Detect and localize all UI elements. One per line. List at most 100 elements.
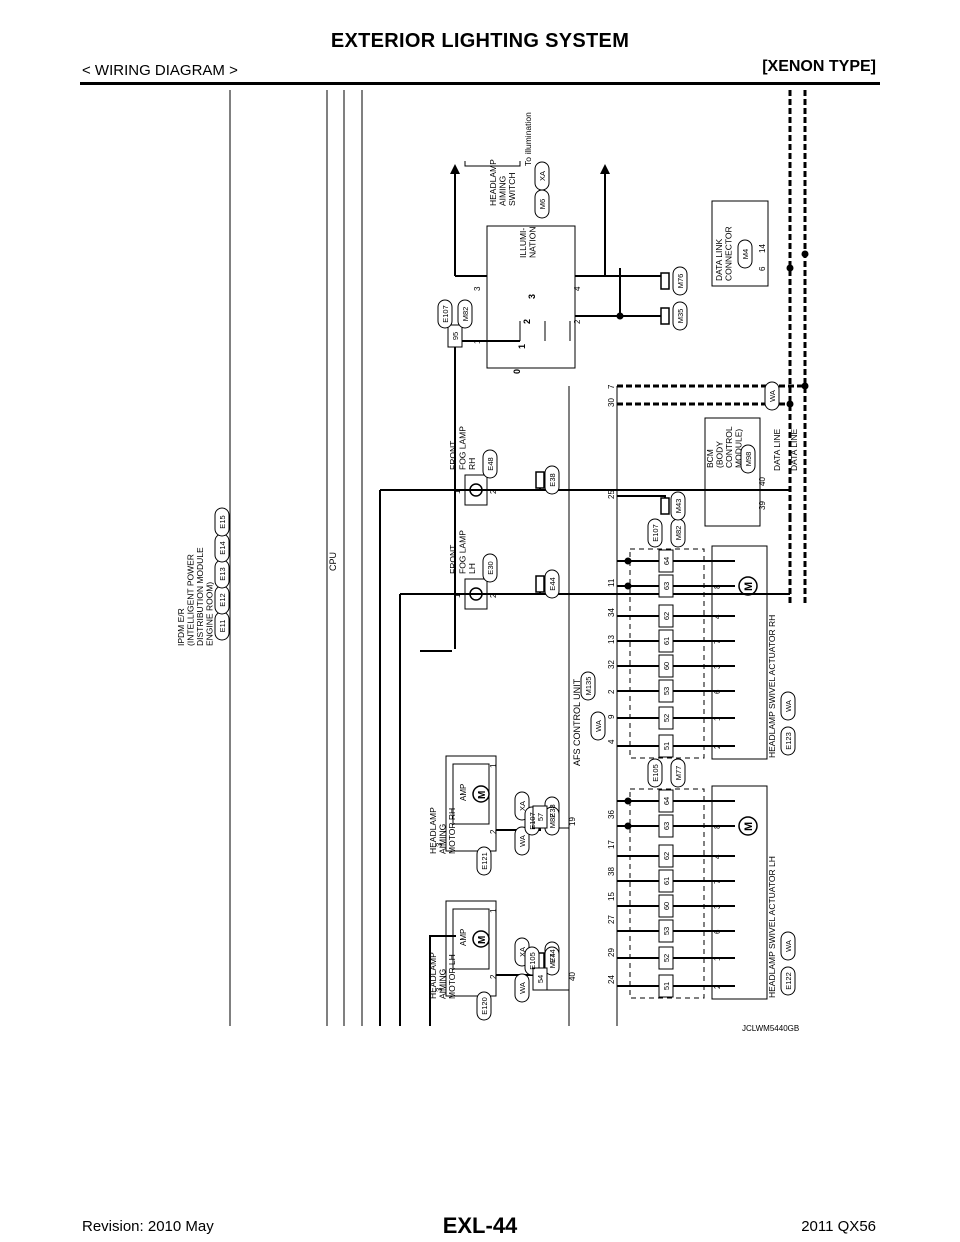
connector-pill	[647, 518, 663, 548]
joint-rh-connector: M82	[548, 814, 557, 829]
aiming-motor-lh-pin: 1	[489, 908, 498, 913]
swivel-rh-motor	[738, 576, 758, 596]
fog-lamp-lh-box	[464, 578, 488, 610]
pin-box	[658, 869, 674, 893]
aiming-motor-lh-box	[445, 900, 497, 997]
arrow-up	[600, 164, 610, 174]
pin-box	[658, 919, 674, 943]
type-label: [XENON TYPE]	[762, 58, 876, 75]
junction-dot	[624, 822, 632, 830]
joint-lh-pin: 54	[536, 975, 545, 983]
swivel-rh-joint-pin: 60	[662, 662, 671, 670]
afs-title: AFS CONTROL UNIT	[572, 678, 582, 766]
illumination-label: NATION	[528, 227, 538, 258]
pin-box	[658, 946, 674, 970]
swivel-rh-joint-pin: 61	[662, 637, 671, 645]
swivel-lh-joint-pin: 60	[662, 902, 671, 910]
illumination-label: ILLUMI-	[518, 228, 528, 258]
swivel-rh-joint-connector: E107	[651, 524, 660, 542]
aiming-motor-lh-title: MOTOR LH	[447, 954, 457, 999]
switch-pin: 1	[473, 339, 482, 344]
ground-symbol	[535, 471, 545, 489]
ground-symbol	[660, 497, 670, 515]
swivel-lh-joint-connector: M77	[674, 766, 683, 781]
pin-box	[532, 805, 548, 829]
switch-title: SWITCH	[507, 172, 517, 206]
illumination-bracket	[464, 161, 521, 167]
swivel-rh-pin: 4	[713, 614, 722, 619]
swivel-lh-joint-frame	[629, 788, 705, 999]
swivel-rh-joint-pin: 64	[662, 557, 671, 565]
ground-symbol	[535, 575, 545, 593]
data-link-pin: 6	[758, 266, 767, 271]
switch-position: 2	[522, 319, 532, 324]
afs-frame	[568, 386, 618, 1026]
aiming-motor-lh-m: M	[477, 936, 488, 944]
ground-symbol	[660, 272, 670, 290]
fog-lamp-rh-bulb	[469, 483, 483, 497]
connector-pill	[670, 491, 686, 521]
switch-xa-tag: XA	[538, 171, 547, 181]
afs-pin: 30	[607, 398, 616, 407]
aiming-motor-rh-pin: 1	[489, 763, 498, 768]
connector-pill	[780, 691, 796, 721]
swivel-lh-joint-pin: 63	[662, 822, 671, 830]
bcm-title: MODULE)	[734, 429, 744, 468]
swivel-rh-box	[711, 545, 768, 760]
pin-box	[658, 974, 674, 998]
connector-pill	[544, 946, 560, 976]
pin-box	[658, 629, 674, 653]
afs-pin: 15	[607, 892, 616, 901]
ipdm-title: IPDM E/R	[176, 608, 186, 646]
fog-lamp-rh-pin: 2	[489, 489, 498, 494]
fog-lamp-lh-title: FOG LAMP	[458, 530, 468, 574]
swivel-lh-pin: 1	[713, 956, 722, 961]
joint-rh-pin: 57	[536, 813, 545, 821]
ground-m43: M43	[674, 499, 683, 514]
connector-pill	[514, 826, 530, 856]
connector-pill	[780, 966, 796, 996]
connector-pill	[764, 381, 780, 411]
xa-tag: XA	[518, 947, 527, 957]
swivel-lh-joint-pin: 64	[662, 797, 671, 805]
data-link-title: CONNECTOR	[724, 226, 734, 281]
aiming-motor-lh-title: AIMING	[438, 969, 448, 999]
connector-pill	[482, 449, 498, 479]
aiming-motor-rh-motor	[472, 785, 490, 803]
wa-tag: WA	[518, 982, 527, 994]
fog-feed-wires	[379, 490, 401, 1026]
swivel-lh-pin: 6	[713, 929, 722, 934]
connector-pill	[544, 569, 560, 599]
junction-dot	[624, 797, 632, 805]
swivel-lh-m: M	[743, 822, 755, 831]
swivel-lh-joint-pin: 62	[662, 852, 671, 860]
switch-pin: 3	[473, 286, 482, 291]
swivel-lh-joint-connector: E105	[651, 764, 660, 782]
swivel-lh-title: HEADLAMP SWIVEL ACTUATOR LH	[767, 856, 777, 998]
fog-lamp-rh-ground-wire	[487, 480, 541, 491]
can-bus-bcm	[788, 516, 807, 606]
can-wa-tag: WA	[768, 390, 777, 402]
aiming-motor-lh-ground: E44	[548, 949, 557, 962]
joint-rh-connector: E107	[528, 812, 537, 830]
ipdm-connector: E11	[218, 620, 227, 633]
swivel-lh-joint-pin: 61	[662, 877, 671, 885]
swivel-rh-wa-tag: WA	[784, 700, 793, 712]
joint-lh-connector: M77	[548, 954, 557, 969]
aiming-motor-lh-motor	[472, 930, 490, 948]
connector-pill	[740, 444, 756, 474]
connector-pill	[544, 465, 560, 495]
data-line-label: DATA LINE	[772, 428, 782, 471]
swivel-lh-motor	[738, 816, 758, 836]
connector-pill	[476, 991, 492, 1021]
switch-joint-connector: E107	[441, 305, 450, 323]
swivel-lh-joint-pin: 51	[662, 982, 671, 990]
connector-pill	[437, 299, 453, 329]
swivel-rh-pin: 3	[713, 664, 722, 669]
junction-dot	[624, 582, 632, 590]
aiming-motor-rh-title: MOTOR RH	[447, 808, 457, 854]
afs-pin: 2	[607, 689, 616, 694]
swivel-lh-wa-tag: WA	[784, 940, 793, 952]
figure-id: JCLWM5440GB	[742, 1024, 799, 1033]
